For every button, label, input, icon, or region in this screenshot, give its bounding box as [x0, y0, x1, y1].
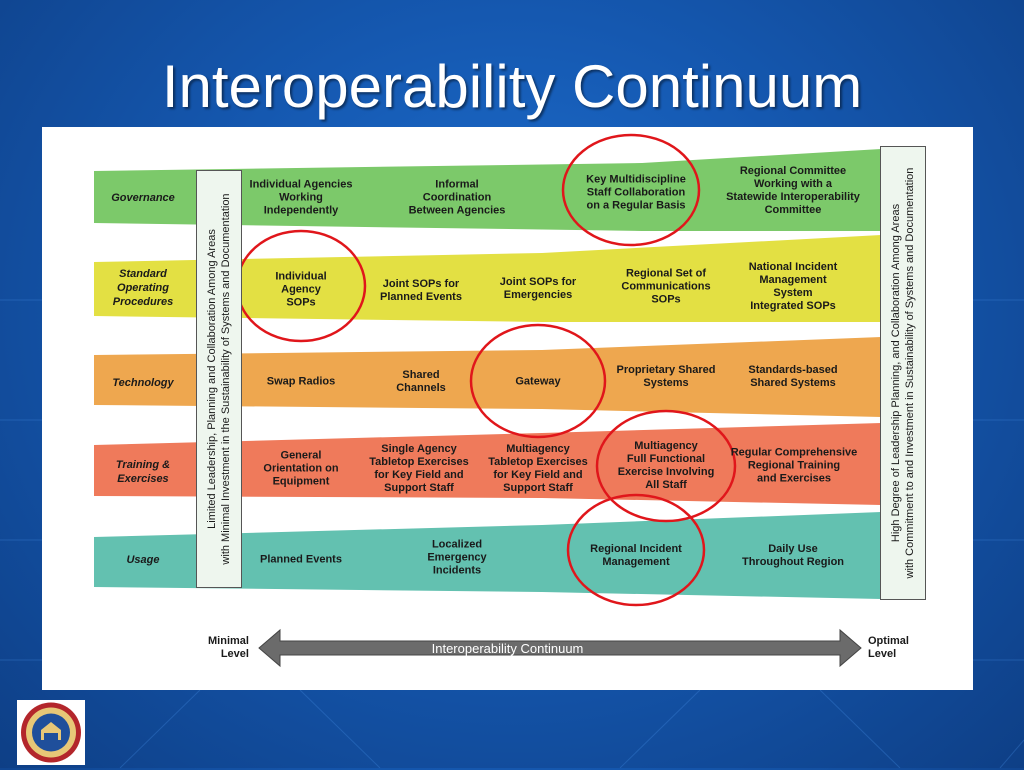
cell-usage-4: Regional Incident Management [590, 543, 682, 568]
row-label-sop: Standard Operating Procedures [112, 268, 174, 308]
band-usage [94, 512, 881, 599]
cell-sop-1: Individual Agency SOPs [275, 270, 327, 309]
highlight-circle-key-multidiscipline [561, 133, 701, 247]
right-summary-text: High Degree of Leadership Planning, and … [890, 167, 916, 579]
band-sop [94, 235, 881, 322]
cell-governance-5: Regional Committee Working with a Statew… [726, 165, 860, 216]
cell-governance-2: Informal Coordination Between Agencies [408, 178, 506, 217]
axis-label: Interoperability Continuum [431, 641, 584, 656]
continuum-arrow [258, 628, 862, 668]
cell-usage-2: Localized Emergency Incidents [427, 538, 487, 577]
highlight-circle-regional-incident [566, 493, 706, 607]
band-training [94, 423, 881, 505]
band-technology [94, 337, 881, 417]
state-seal-logo [17, 700, 85, 765]
cell-technology-4: Proprietary Shared Systems [616, 364, 716, 389]
cell-sop-4: Regional Set of Communications SOPs [621, 267, 711, 306]
cell-technology-3: Gateway [515, 375, 561, 388]
row-label-training: Training & Exercises [115, 459, 171, 485]
band-governance [94, 149, 881, 231]
cell-training-3: Multiagency Tabletop Exercises for Key F… [488, 443, 588, 494]
right-summary-bar: High Degree of Leadership Planning, and … [880, 146, 926, 600]
cell-training-2: Single Agency Tabletop Exercises for Key… [369, 443, 469, 494]
cell-sop-2: Joint SOPs for Planned Events [380, 278, 462, 303]
cell-usage-1: Planned Events [260, 553, 342, 566]
row-label-governance: Governance [111, 192, 175, 204]
cell-training-1: General Orientation on Equipment [263, 449, 339, 488]
row-label-usage: Usage [126, 554, 160, 566]
cell-training-5: Regular Comprehensive Regional Training … [730, 446, 858, 485]
continuum-diagram [94, 133, 881, 668]
diagram-panel: Governance Standard Operating Procedures… [42, 127, 973, 690]
axis-min-label: Minimal Level [208, 635, 249, 660]
axis-max-label: Optimal Level [868, 635, 909, 660]
cell-technology-5: Standards-based Shared Systems [748, 364, 838, 389]
cell-governance-1: Individual Agencies Working Independentl… [249, 178, 353, 217]
left-summary-bar: Limited Leadership, Planning and Collabo… [196, 170, 242, 588]
slide-title: Interoperability Continuum [161, 53, 863, 120]
cell-technology-1: Swap Radios [266, 375, 336, 388]
cell-usage-5: Daily Use Throughout Region [741, 543, 845, 568]
row-label-technology: Technology [112, 377, 174, 389]
highlight-circle-multiagency-full [595, 409, 737, 523]
cell-sop-5: National Incident Management System Inte… [748, 261, 838, 312]
cell-technology-2: Shared Channels [396, 369, 446, 394]
left-summary-text: Limited Leadership, Planning and Collabo… [206, 193, 232, 565]
highlight-circle-gateway [469, 323, 607, 439]
cell-governance-4: Key Multidiscipline Staff Collaboration … [586, 173, 686, 212]
cell-training-4: Multiagency Full Functional Exercise Inv… [617, 440, 715, 491]
cell-sop-3: Joint SOPs for Emergencies [499, 276, 577, 301]
